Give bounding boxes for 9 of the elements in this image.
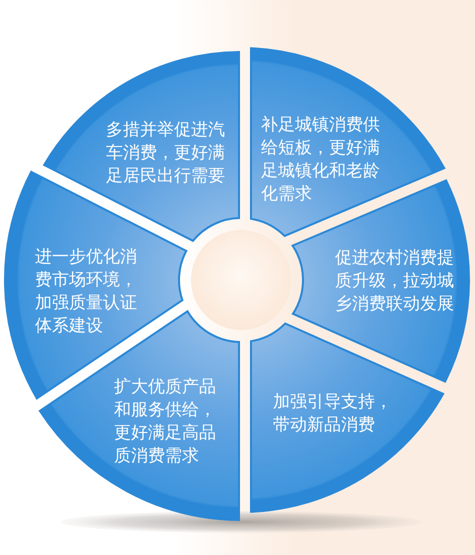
segment-text: 进一步优化消费市场环境，加强质量认证体系建设 (35, 246, 138, 338)
segment-text: 加强引导支持，带动新品消费 (273, 391, 393, 437)
wheel-segment (250, 322, 445, 513)
wheel-segment (43, 51, 240, 242)
segment-text: 扩大优质产品和服务供给，更好满足高品质消费需求 (114, 376, 217, 468)
segment-text: 补足城镇消费供给短板，更好满足城镇化和老龄化需求 (261, 114, 381, 206)
segment-text: 促进农村消费提质升级，拉动城乡消费联动发展 (335, 247, 455, 316)
segment-text: 多措并举促进汽车消费，更好满足居民出行需要 (106, 119, 226, 188)
hub-circle (191, 230, 291, 330)
